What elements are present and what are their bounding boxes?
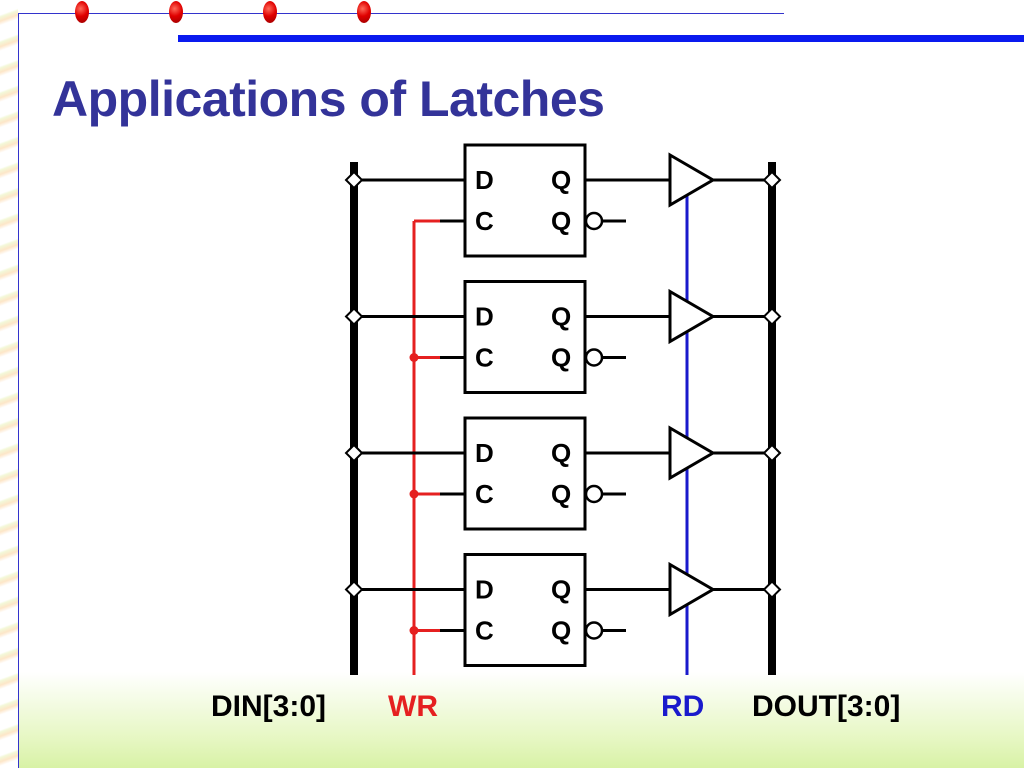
latch-box: [463, 280, 587, 394]
bus-tap-diamond-icon: [344, 307, 364, 326]
left-rule: [18, 14, 19, 768]
inversion-bubble-icon: [584, 484, 604, 504]
bus-tap-diamond-icon: [344, 580, 364, 599]
bus-tap-diamond-icon: [762, 443, 782, 463]
latch-q-label: Q: [551, 165, 571, 195]
latch-qbar-label: Q: [551, 616, 571, 646]
slide-title: Applications of Latches: [52, 71, 605, 127]
tristate-buffer-icon: [668, 152, 716, 208]
latch-d-label: D: [475, 438, 494, 468]
bus-tap-diamond-icon: [762, 307, 782, 326]
header-dot-icon: [75, 1, 89, 23]
header-dot-icon: [263, 1, 277, 23]
wr-label: WR: [388, 690, 438, 723]
latch-d-label: D: [475, 575, 494, 605]
latch-d-label: D: [475, 302, 494, 332]
latch-box: [463, 553, 587, 667]
bus-tap-diamond-icon: [344, 443, 364, 463]
wr-junction-dot: [409, 626, 419, 635]
top-rule-thick: [178, 35, 1024, 42]
latch-q-label: Q: [551, 575, 571, 605]
latch-qbar-label: Q: [551, 479, 571, 509]
inversion-bubble-icon: [584, 211, 604, 231]
inversion-bubble-icon: [584, 621, 604, 640]
latch-d-label: D: [475, 165, 494, 195]
dout-label: DOUT[3:0]: [752, 690, 901, 723]
bus-tap-diamond-icon: [344, 170, 364, 190]
latch-box: [463, 143, 587, 258]
tristate-buffer-icon: [668, 288, 716, 345]
latch-c-label: C: [475, 343, 494, 373]
wr-junction-dot: [409, 353, 419, 362]
bus-tap-diamond-icon: [762, 170, 782, 190]
latch-c-label: C: [475, 616, 494, 646]
latch-q-label: Q: [551, 438, 571, 468]
inversion-bubble-icon: [584, 348, 604, 367]
latch-qbar-label: Q: [551, 343, 571, 373]
tristate-buffer-icon: [668, 561, 716, 618]
left-decoration: [0, 0, 18, 768]
tristate-buffer-icon: [668, 425, 716, 481]
wr-junction-dot: [409, 489, 419, 499]
header-dot-icon: [357, 1, 371, 23]
background-gradient: [0, 672, 1024, 768]
rd-label: RD: [661, 690, 705, 723]
latch-q-label: Q: [551, 302, 571, 332]
header-dot-icon: [169, 1, 183, 23]
latch-c-label: C: [475, 479, 494, 509]
din-label: DIN[3:0]: [211, 690, 327, 723]
top-rule-thin: [18, 13, 784, 14]
latch-box: [463, 416, 587, 531]
latch-c-label: C: [475, 206, 494, 236]
bus-tap-diamond-icon: [762, 580, 782, 599]
latch-qbar-label: Q: [551, 206, 571, 236]
